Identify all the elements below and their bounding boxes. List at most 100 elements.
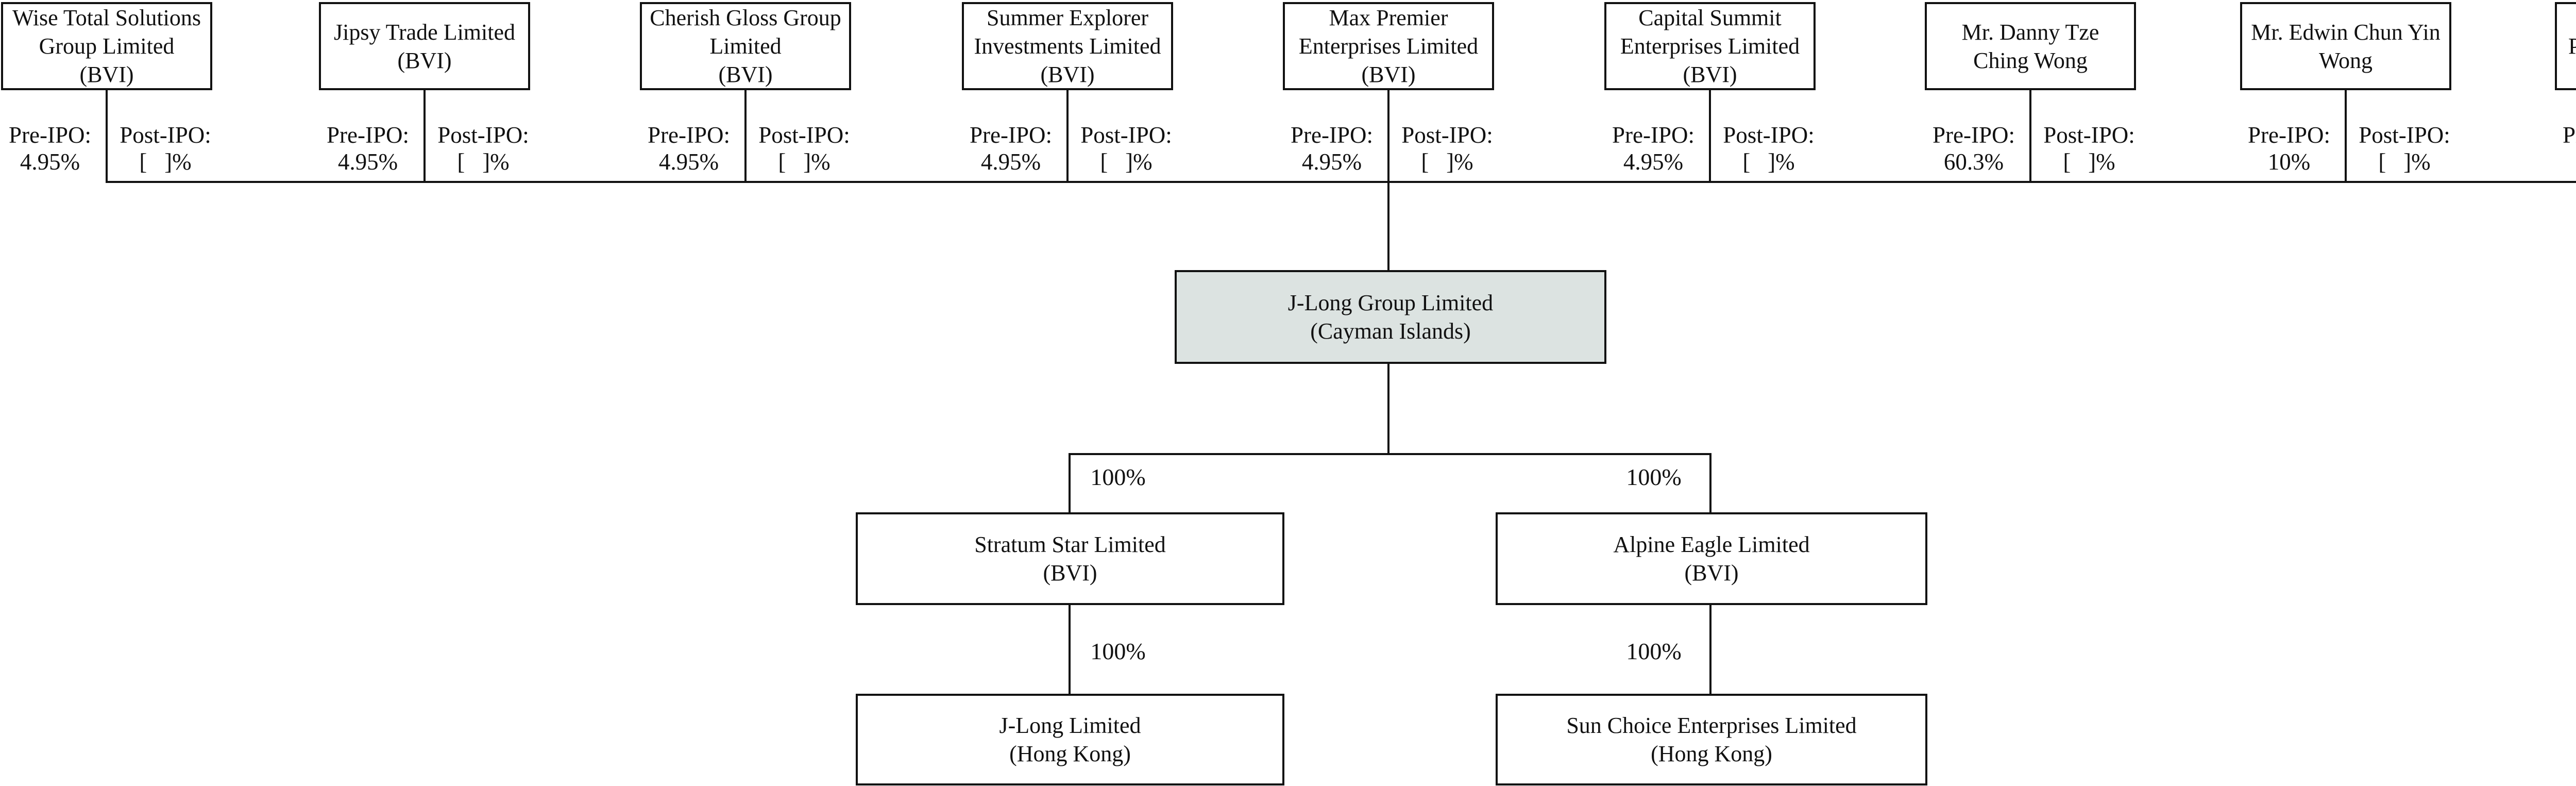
company-name: Cherish Gloss Group Limited (650, 5, 841, 59)
connector-splitter-line (1069, 453, 1711, 455)
connector-bus-line (106, 181, 2576, 183)
pre-ipo-text: Pre-IPO:10% (2232, 122, 2346, 175)
jurisdiction: (BVI) (79, 62, 134, 87)
post-ipo-text: Post-IPO:[ ]% (1070, 122, 1183, 175)
jurisdiction: (BVI) (1684, 560, 1739, 586)
pre-ipo-value: 10% (2267, 149, 2311, 175)
post-ipo-label: Post-IPO: (437, 122, 529, 148)
pre-ipo-label: Pre-IPO: (2563, 122, 2576, 148)
jurisdiction: (BVI) (1043, 560, 1097, 586)
company-name: Jipsy Trade Limited (333, 19, 516, 45)
post-ipo-text: Post-IPO:[ ]% (109, 122, 222, 175)
pre-ipo-value: 4.95% (20, 149, 80, 175)
company-name: Stratum Star Limited (974, 532, 1166, 557)
connector-trunk-upper (1387, 181, 1389, 272)
company-name: Public Shareholding (2568, 34, 2576, 59)
ownership-label: 100% (1626, 638, 1682, 664)
jurisdiction: (Hong Kong) (1009, 741, 1131, 766)
post-ipo-value: [ ]% (1742, 149, 1795, 175)
shareholder-box-danny-wong: Mr. Danny Tze Ching Wong (1925, 2, 2136, 90)
post-ipo-value: [ ]% (457, 149, 510, 175)
post-ipo-text: Post-IPO:[ ]% (748, 122, 861, 175)
connector-drop-danny-wong (2029, 90, 2031, 183)
connector-branch-left-upper (1069, 455, 1071, 513)
pre-ipo-label: Pre-IPO: (327, 122, 409, 148)
company-name: Wise Total Solutions Group Limited (12, 5, 201, 59)
shareholder-box-public: Public Shareholding (2555, 2, 2576, 90)
pre-ipo-label: Pre-IPO: (648, 122, 730, 148)
connector-drop-capital-summit (1709, 90, 1711, 183)
pre-ipo-value: 4.95% (658, 149, 719, 175)
post-ipo-text: Post-IPO:[ ]% (427, 122, 540, 175)
pre-ipo-text: Pre-IPO:4.95% (954, 122, 1067, 175)
post-ipo-label: Post-IPO: (2359, 122, 2450, 148)
jurisdiction: (BVI) (397, 47, 452, 73)
post-ipo-text: Post-IPO:[ ]% (2032, 122, 2146, 175)
company-name: Sun Choice Enterprises Limited (1566, 713, 1857, 738)
company-name: J-Long Limited (999, 713, 1141, 738)
pre-ipo-label: Pre-IPO: (1933, 122, 2015, 148)
post-ipo-label: Post-IPO: (758, 122, 850, 148)
pre-ipo-value: 0% (2547, 148, 2576, 175)
pre-ipo-text: Pre-IPO:0% (2547, 122, 2576, 175)
connector-drop-edwin-wong (2345, 90, 2347, 183)
connector-branch-right-upper (1709, 455, 1711, 513)
shareholder-box-max-premier: Max Premier Enterprises Limited (BVI) (1283, 2, 1494, 90)
post-ipo-text: Post-IPO:[ ]% (1391, 122, 1504, 175)
company-name: Summer Explorer Investments Limited (974, 5, 1161, 59)
post-ipo-label: Post-IPO: (1401, 122, 1493, 148)
person-name: Mr. Edwin Chun Yin Wong (2251, 19, 2441, 73)
post-ipo-label: Post-IPO: (120, 122, 211, 148)
shareholder-box-summer-explorer: Summer Explorer Investments Limited (BVI… (962, 2, 1173, 90)
pre-ipo-text: Pre-IPO:4.95% (632, 122, 745, 175)
shareholder-box-wise-total: Wise Total Solutions Group Limited (BVI) (1, 2, 212, 90)
connector-drop-jipsy (423, 90, 426, 183)
parent-company-box: J-Long Group Limited (Cayman Islands) (1175, 270, 1606, 364)
post-ipo-value: [ ]% (1421, 149, 1473, 175)
pre-ipo-label: Pre-IPO: (1291, 122, 1373, 148)
jurisdiction: (Hong Kong) (1651, 741, 1772, 766)
post-ipo-value: [ ]% (778, 149, 831, 175)
subsidiary-box-jlong-limited: J-Long Limited (Hong Kong) (856, 694, 1284, 785)
connector-trunk-lower (1387, 363, 1389, 455)
subsidiary-box-alpine-eagle: Alpine Eagle Limited (BVI) (1496, 512, 1927, 605)
post-ipo-label: Post-IPO: (1723, 122, 1815, 148)
pre-ipo-text: Pre-IPO:4.95% (311, 122, 425, 175)
pre-ipo-value: 60.3% (1943, 149, 2004, 175)
pre-ipo-text: Pre-IPO:4.95% (1597, 122, 1710, 175)
shareholder-box-cherish-gloss: Cherish Gloss Group Limited (BVI) (640, 2, 851, 90)
company-name: J-Long Group Limited (1287, 290, 1494, 315)
ownership-label: 100% (1090, 464, 1146, 490)
shareholder-box-jipsy: Jipsy Trade Limited (BVI) (319, 2, 530, 90)
pre-ipo-text: Pre-IPO:60.3% (1917, 122, 2030, 175)
company-name: Alpine Eagle Limited (1613, 532, 1810, 557)
post-ipo-value: [ ]% (2378, 149, 2431, 175)
company-name: Capital Summit Enterprises Limited (1620, 5, 1800, 59)
pre-ipo-value: 4.95% (1301, 149, 1362, 175)
pre-ipo-value: 4.95% (337, 149, 398, 175)
post-ipo-text: Post-IPO:[ ]% (1712, 122, 1825, 175)
pre-ipo-label: Pre-IPO: (9, 122, 91, 148)
post-ipo-text: Post-IPO:[ ]% (2348, 122, 2461, 175)
jurisdiction: (BVI) (1683, 62, 1737, 87)
pre-ipo-text: Pre-IPO:4.95% (1275, 122, 1388, 175)
post-ipo-value: [ ]% (2063, 149, 2115, 175)
company-name: Max Premier Enterprises Limited (1298, 5, 1479, 59)
connector-branch-right-lower (1709, 605, 1711, 694)
subsidiary-box-sun-choice: Sun Choice Enterprises Limited (Hong Kon… (1496, 694, 1927, 785)
pre-ipo-value: 4.95% (1623, 149, 1684, 175)
connector-branch-left-lower (1069, 605, 1071, 694)
ownership-label: 100% (1626, 464, 1682, 490)
shareholder-box-capital-summit: Capital Summit Enterprises Limited (BVI) (1604, 2, 1816, 90)
connector-drop-wise-total (106, 90, 108, 183)
pre-ipo-label: Pre-IPO: (970, 122, 1052, 148)
connector-drop-summer-explorer (1066, 90, 1069, 183)
person-name: Mr. Danny Tze Ching Wong (1961, 19, 2099, 73)
shareholder-box-edwin-wong: Mr. Edwin Chun Yin Wong (2240, 2, 2451, 90)
pre-ipo-label: Pre-IPO: (1612, 122, 1694, 148)
jurisdiction: (BVI) (1361, 62, 1416, 87)
connector-drop-max-premier (1387, 90, 1389, 183)
jurisdiction: (BVI) (718, 62, 773, 87)
post-ipo-label: Post-IPO: (2043, 122, 2135, 148)
